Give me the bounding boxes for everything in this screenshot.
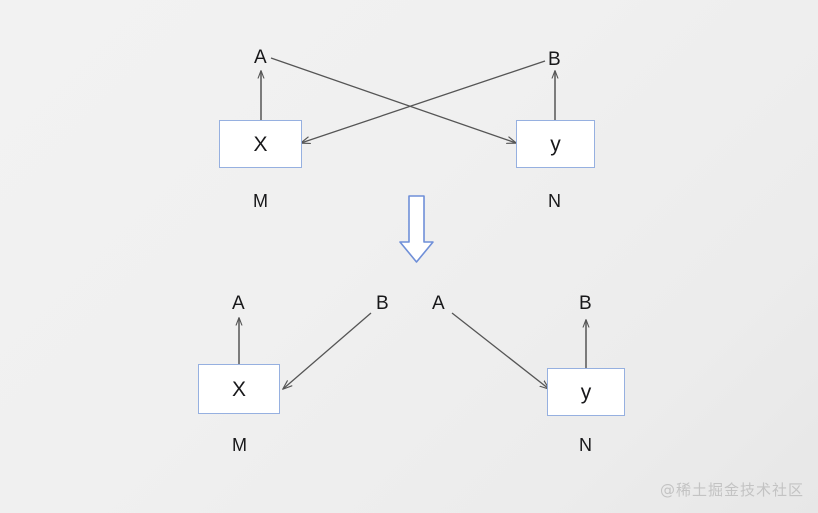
- node-label-x-before: X: [253, 132, 268, 156]
- label-b-before: B: [548, 49, 561, 70]
- edge-a-to-y-cross: [270, 57, 516, 143]
- edge-b-to-x-2: [283, 312, 372, 389]
- edge-a-to-y-2: [451, 312, 549, 389]
- watermark: @稀土掘金技术社区: [659, 481, 804, 499]
- node-box-y-before: y: [516, 120, 595, 168]
- node-label-y-after: y: [580, 380, 592, 404]
- label-a-before: A: [254, 47, 267, 68]
- label-a-left-after: A: [232, 293, 245, 314]
- group-tag-m-after: M: [232, 435, 247, 455]
- node-label-x-after: X: [231, 377, 246, 401]
- group-tag-n-after: N: [579, 435, 592, 455]
- label-b-left-after: B: [376, 293, 389, 314]
- node-box-y-after: y: [547, 368, 625, 416]
- transform-down-arrow: [399, 195, 434, 263]
- node-box-x-before: X: [219, 120, 302, 168]
- edge-b-to-x-cross: [301, 60, 546, 143]
- label-a-right-after: A: [432, 293, 445, 314]
- group-tag-m-before: M: [253, 191, 268, 211]
- node-label-y-before: y: [550, 132, 561, 156]
- label-b-right-after: B: [579, 293, 592, 314]
- group-tag-n-before: N: [548, 191, 561, 211]
- node-box-x-after: X: [198, 364, 280, 414]
